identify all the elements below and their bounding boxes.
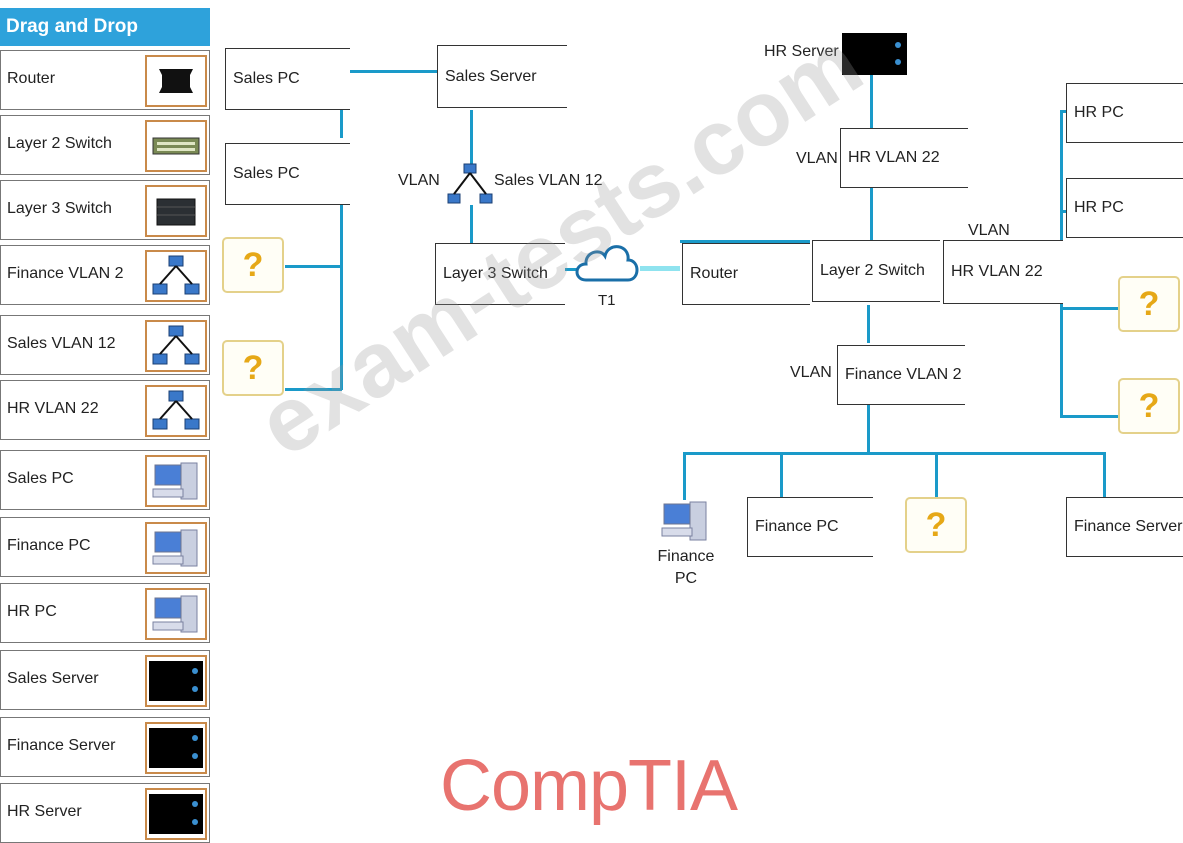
- palette-item-layer2-switch[interactable]: Layer 2 Switch: [0, 115, 210, 175]
- link-finvlan-bus: [867, 405, 870, 453]
- palette-item-label: HR VLAN 22: [7, 400, 99, 417]
- link-hrvlan-l2: [870, 188, 873, 240]
- pc-icon: [145, 455, 207, 507]
- link-sales-pc-server: [345, 70, 440, 73]
- link-bus-drop-3: [935, 452, 938, 497]
- hr-vlan-box: HR VLAN 22: [840, 128, 968, 188]
- link-l3-cloud: [565, 268, 577, 271]
- drop-target-3[interactable]: ?: [1118, 276, 1180, 332]
- link-hr-q4: [1060, 415, 1120, 418]
- link-q2: [285, 388, 342, 391]
- hr-server-label: HR Server: [764, 43, 839, 60]
- vlan-prefix: VLAN: [398, 172, 440, 189]
- link-bus-drop-4: [1103, 452, 1106, 497]
- layer3-switch-box: Layer 3 Switch: [435, 243, 565, 305]
- palette-title: Drag and Drop: [0, 8, 210, 46]
- vlan-prefix: VLAN: [796, 150, 838, 167]
- link-l2-finvlan: [867, 305, 870, 343]
- palette-item-finance-server[interactable]: Finance Server: [0, 717, 210, 777]
- finance-vlan-box: Finance VLAN 2: [837, 345, 965, 405]
- pc-icon: [145, 588, 207, 640]
- finance-pc-icon-label: Finance PC: [657, 548, 715, 587]
- palette-item-label: Finance PC: [7, 537, 91, 554]
- hr-pc-box: HR PC: [1066, 178, 1183, 238]
- palette-item-label: Finance Server: [7, 737, 116, 754]
- hr-pc-box: HR PC: [1066, 83, 1183, 143]
- palette-item-label: HR PC: [7, 603, 57, 620]
- vlan-prefix: VLAN: [790, 364, 832, 381]
- link-sales-bus: [340, 205, 343, 390]
- layer2-switch-box: Layer 2 Switch: [812, 240, 940, 302]
- finance-pc-box: Finance PC: [747, 497, 873, 557]
- palette-item-layer3-switch[interactable]: Layer 3 Switch: [0, 180, 210, 240]
- router-icon: [145, 55, 207, 107]
- link-sales-pc-vertical: [340, 110, 343, 138]
- sales-pc-box: Sales PC: [225, 143, 350, 205]
- palette-item-finance-pc[interactable]: Finance PC: [0, 517, 210, 577]
- server-icon: [145, 788, 207, 840]
- vlan-prefix: VLAN: [968, 222, 1010, 239]
- cloud-icon: [572, 236, 642, 288]
- palette-item-sales-vlan[interactable]: Sales VLAN 12: [0, 315, 210, 375]
- palette-item-label: HR Server: [7, 803, 82, 820]
- pc-icon: [145, 522, 207, 574]
- layer2-switch-icon: [145, 120, 207, 172]
- palette-item-hr-vlan[interactable]: HR VLAN 22: [0, 380, 210, 440]
- link-hr-pc2: [1060, 210, 1068, 213]
- palette-item-label: Sales VLAN 12: [7, 335, 116, 352]
- link-router-l2: [680, 240, 810, 243]
- drop-target-2[interactable]: ?: [222, 340, 284, 396]
- server-icon: [145, 655, 207, 707]
- link-hrserver-vlan: [870, 75, 873, 128]
- drop-target-1[interactable]: ?: [222, 237, 284, 293]
- sales-vlan-label: Sales VLAN 12: [494, 172, 603, 189]
- palette-item-label: Layer 2 Switch: [7, 135, 112, 152]
- palette-item-label: Sales Server: [7, 670, 99, 687]
- link-q1: [285, 265, 342, 268]
- sales-server-box: Sales Server: [437, 45, 567, 108]
- server-icon: [145, 722, 207, 774]
- palette-item-label: Finance VLAN 2: [7, 265, 124, 282]
- link-bus-drop-1: [683, 452, 686, 500]
- palette-item-label: Sales PC: [7, 470, 74, 487]
- layer3-switch-icon: [145, 185, 207, 237]
- drop-target-4[interactable]: ?: [1118, 378, 1180, 434]
- comptia-logo: CompTIA: [440, 746, 738, 826]
- palette-item-hr-server[interactable]: HR Server: [0, 783, 210, 843]
- link-hr-pc1: [1060, 110, 1068, 113]
- link-vlan-l3: [470, 205, 473, 245]
- sales-pc-box: Sales PC: [225, 48, 350, 110]
- palette-item-label: Router: [7, 70, 56, 87]
- palette-item-finance-vlan[interactable]: Finance VLAN 2: [0, 245, 210, 305]
- link-cloud-router: [640, 266, 680, 271]
- palette-item-hr-pc[interactable]: HR PC: [0, 583, 210, 643]
- hr-vlan-box: HR VLAN 22: [943, 240, 1063, 304]
- vlan-icon: [145, 250, 207, 302]
- drop-target-5[interactable]: ?: [905, 497, 967, 553]
- palette-item-label: Layer 3 Switch: [7, 200, 112, 217]
- link-hr-q3: [1060, 307, 1120, 310]
- vlan-icon: [445, 162, 495, 207]
- palette-item-router[interactable]: Router: [0, 50, 210, 110]
- link-bus-drop-2: [780, 452, 783, 497]
- vlan-icon: [145, 320, 207, 372]
- palette-item-sales-server[interactable]: Sales Server: [0, 650, 210, 710]
- link-finance-bus: [683, 452, 1106, 455]
- finance-server-box: Finance Server: [1066, 497, 1183, 557]
- wan-label: T1: [598, 292, 616, 309]
- router-box: Router: [682, 243, 810, 305]
- server-icon: [842, 33, 907, 75]
- pc-icon: [660, 498, 712, 546]
- link-server-vlan: [470, 110, 473, 165]
- palette-item-sales-pc[interactable]: Sales PC: [0, 450, 210, 510]
- vlan-icon: [145, 385, 207, 437]
